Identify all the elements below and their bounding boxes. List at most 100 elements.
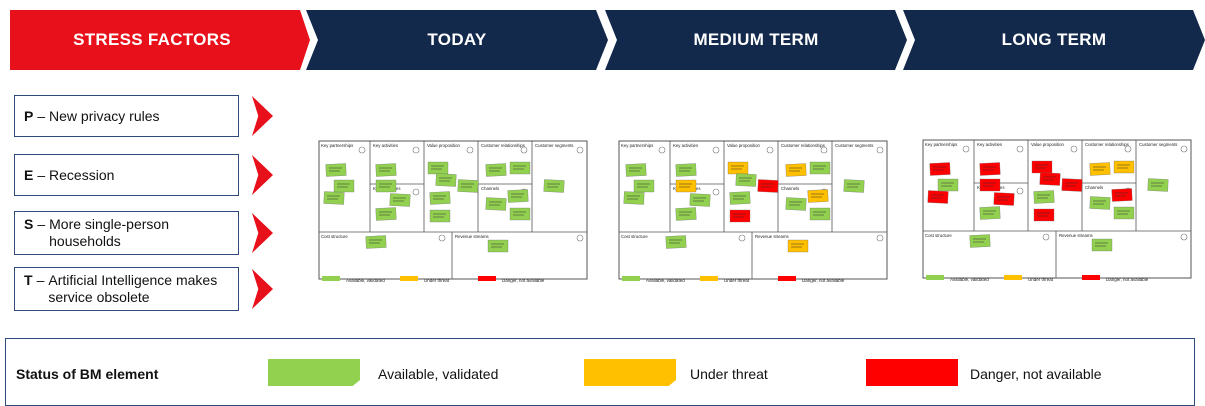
- sticky-note: [937, 178, 959, 192]
- label-value-proposition: Value proposition: [1031, 142, 1064, 147]
- mini-legend-swatch: [1082, 275, 1100, 280]
- label-key-activities: Key activities: [673, 143, 698, 148]
- sticky-note: [427, 161, 449, 175]
- sticky-note: [809, 207, 831, 221]
- sticky-note: [1033, 190, 1055, 204]
- block-icon: [438, 234, 446, 242]
- mini-legend-swatch: [700, 276, 718, 281]
- mini-legend-label: Danger, not available: [802, 278, 845, 283]
- block-icon: [1124, 145, 1132, 153]
- sticky-note: [979, 162, 1001, 176]
- sticky-note: [1031, 160, 1053, 174]
- sticky-note: [323, 191, 345, 205]
- block-icon: [1042, 233, 1050, 241]
- sticky-note: [689, 193, 711, 207]
- label-key-activities: Key activities: [373, 143, 398, 148]
- sticky-note: [623, 191, 645, 205]
- factor-letter: P: [24, 107, 34, 124]
- sticky-note: [979, 178, 1001, 192]
- factor-text: More single-person households: [49, 216, 169, 249]
- factor-arrow-icon: [252, 155, 273, 195]
- mini-legend-swatch: [926, 275, 944, 280]
- sticky-note: [625, 163, 647, 177]
- legend-swatch-danger: [866, 359, 958, 386]
- block-icon: [766, 146, 774, 154]
- sticky-note: [785, 197, 807, 211]
- sticky-note: [543, 179, 565, 193]
- canvas-long-term: Key partnerships Key activities Value prop…: [922, 139, 1192, 283]
- label-customer-segments: Customer segments: [835, 143, 873, 148]
- sticky-note: [1113, 160, 1135, 174]
- factor-arrow-icon: [252, 96, 273, 136]
- mini-legend-swatch: [322, 276, 340, 281]
- label-key-activities: Key activities: [977, 142, 1002, 147]
- sticky-note: [785, 163, 807, 177]
- sticky-note: [979, 206, 1001, 220]
- block-icon: [962, 145, 970, 153]
- sticky-note: [429, 209, 451, 223]
- block-icon: [358, 146, 366, 154]
- sticky-note: [1147, 178, 1169, 192]
- label-customer-relationships: Customer relationships: [481, 143, 525, 148]
- factor-recession: E– Recession: [14, 154, 239, 196]
- factor-dash: –: [37, 216, 46, 232]
- label-cost-structure: Cost structure: [925, 233, 952, 238]
- block-icon: [520, 146, 528, 154]
- factor-letter: E: [24, 166, 34, 183]
- legend-label-available: Available, validated: [378, 366, 499, 382]
- period-today-header: TODAY: [306, 10, 608, 70]
- sticky-note: [389, 193, 411, 207]
- sticky-note: [993, 192, 1015, 206]
- legend-label-under-threat: Under threat: [690, 366, 768, 382]
- label-revenue-streams: Revenue streams: [1059, 233, 1093, 238]
- sticky-note: [927, 190, 949, 204]
- sticky-note: [485, 197, 507, 211]
- sticky-note: [509, 161, 531, 175]
- factor-text: Artificial Intelligence makes service ob…: [48, 272, 218, 305]
- sticky-note: [757, 179, 779, 193]
- factor-dash: –: [37, 166, 46, 183]
- block-icon: [876, 146, 884, 154]
- mini-legend-label: Under threat: [1028, 277, 1054, 282]
- sticky-note: [1033, 208, 1055, 222]
- label-channels: Channels: [781, 186, 799, 191]
- sticky-note: [727, 161, 749, 175]
- label-key-partnerships: Key partnerships: [321, 143, 353, 148]
- sticky-note: [787, 239, 809, 253]
- mini-legend-swatch: [478, 276, 496, 281]
- period-long-term-header: LONG TERM: [903, 10, 1205, 70]
- sticky-note: [375, 163, 397, 177]
- sticky-note: [843, 179, 865, 193]
- sticky-note: [507, 189, 529, 203]
- label-value-proposition: Value proposition: [427, 143, 460, 148]
- sticky-note: [1111, 188, 1133, 202]
- block-icon: [1016, 145, 1024, 153]
- period-medium-term-label: MEDIUM TERM: [693, 30, 819, 49]
- sticky-note: [1061, 178, 1083, 192]
- mini-legend-label: Available, validated: [646, 278, 685, 283]
- sticky-note: [435, 173, 457, 187]
- label-customer-relationships: Customer relationships: [1085, 142, 1129, 147]
- block-icon: [1180, 145, 1188, 153]
- mini-legend-swatch: [778, 276, 796, 281]
- block-icon: [576, 146, 584, 154]
- label-customer-relationships: Customer relationships: [781, 143, 825, 148]
- label-revenue-streams: Revenue streams: [755, 234, 789, 239]
- factor-text: Recession: [49, 166, 115, 183]
- label-key-partnerships: Key partnerships: [925, 142, 957, 147]
- mini-legend-swatch: [1004, 275, 1022, 280]
- mini-legend-label: Danger, not available: [502, 278, 545, 283]
- sticky-note: [333, 179, 355, 193]
- factor-arrow-icon: [252, 269, 273, 309]
- sticky-note: [375, 179, 397, 193]
- legend-title: Status of BM element: [16, 366, 159, 382]
- sticky-note: [729, 209, 751, 223]
- header-bar: STRESS FACTORS TODAY MEDIUM TERM LONG TE…: [10, 10, 1205, 70]
- block-icon: [412, 188, 420, 196]
- label-revenue-streams: Revenue streams: [455, 234, 489, 239]
- canvas-today-svg: Key partnerships Key activities Value prop…: [318, 140, 588, 283]
- label-channels: Channels: [1085, 185, 1103, 190]
- legend-label-danger: Danger, not available: [970, 366, 1102, 382]
- legend-swatch-available: [268, 359, 360, 386]
